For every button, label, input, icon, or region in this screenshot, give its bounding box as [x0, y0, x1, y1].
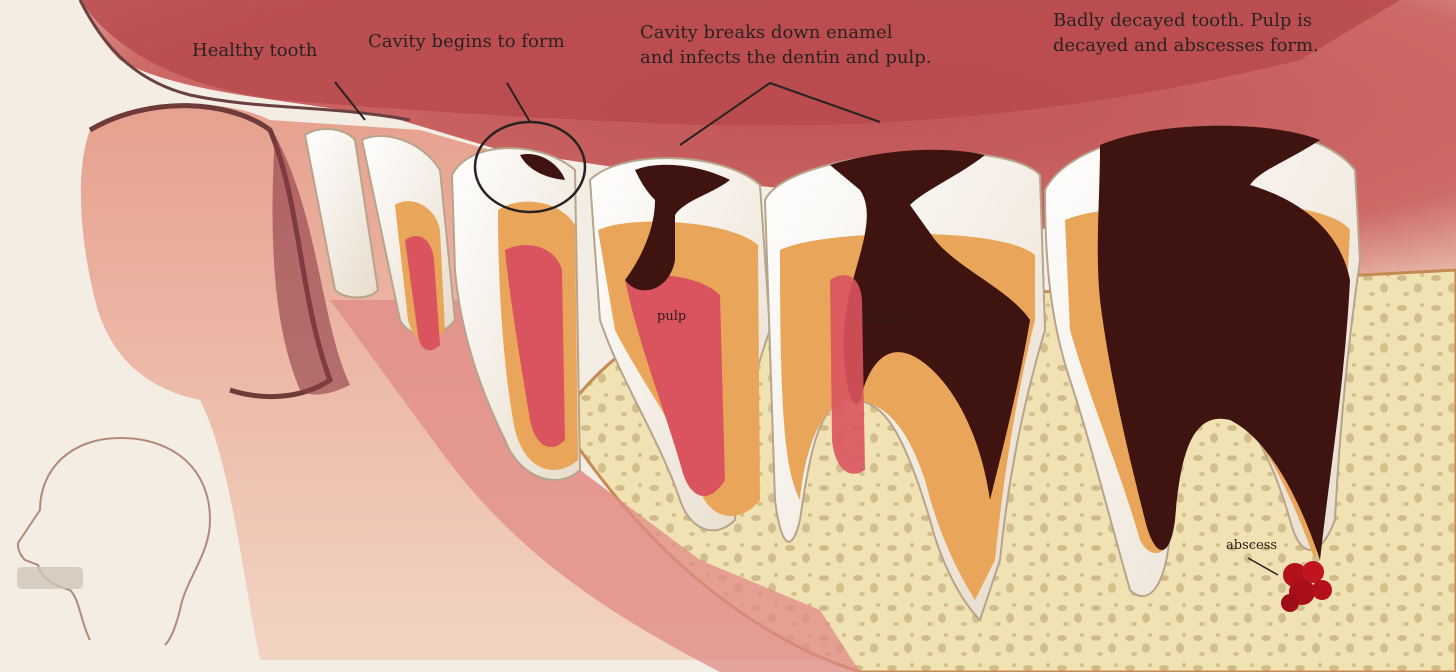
label-cavity-begins: Cavity begins to form: [368, 30, 565, 53]
label-healthy-tooth: Healthy tooth: [192, 39, 317, 62]
label-abscess: abscess: [1226, 538, 1277, 553]
label-badly-decayed-2: decayed and abscesses form.: [1053, 34, 1319, 57]
label-cavity-breaks-1: Cavity breaks down enamel: [640, 21, 892, 44]
label-dentin: dentin: [863, 311, 905, 326]
label-cavity-breaks-2: and infects the dentin and pulp.: [640, 46, 931, 69]
label-pulp: pulp: [657, 309, 686, 324]
label-badly-decayed-1: Badly decayed tooth. Pulp is: [1053, 9, 1312, 32]
head-profile-icon: [17, 438, 210, 645]
